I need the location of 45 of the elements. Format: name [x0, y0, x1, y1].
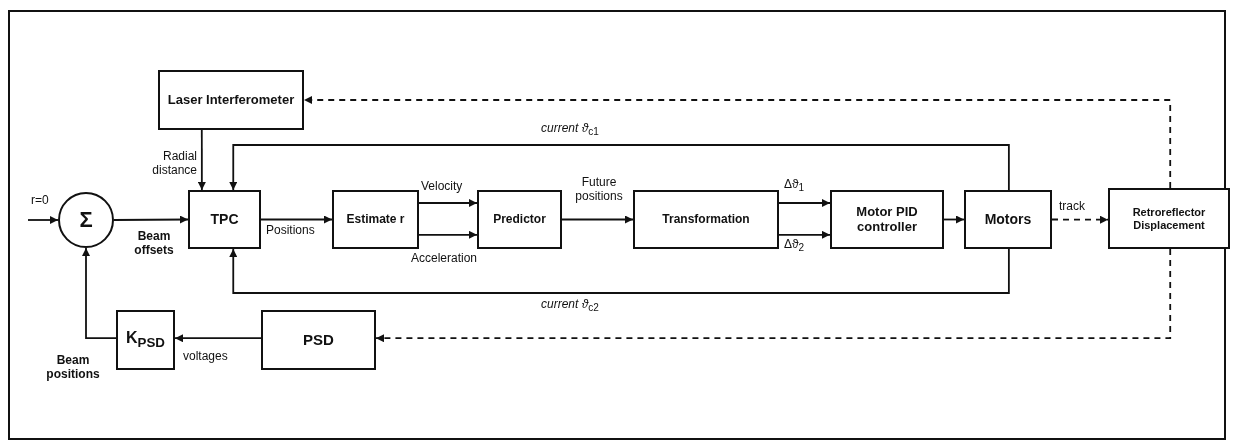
process-box	[188, 190, 261, 249]
edge-label: current ϑ$_{c1}$	[540, 122, 600, 138]
box-label: Motors	[984, 211, 1032, 228]
process-box	[261, 310, 376, 370]
arrow	[418, 199, 478, 207]
arrow	[943, 215, 965, 224]
process-box	[116, 310, 175, 370]
edge-label: Velocity	[420, 180, 464, 194]
arrow	[229, 144, 1010, 191]
arrow	[778, 230, 831, 239]
edge-label: current ϑ$_{c2}$	[540, 298, 600, 314]
arrow	[197, 129, 206, 191]
process-box	[633, 190, 779, 249]
process-box	[830, 190, 944, 249]
arrow	[778, 199, 831, 207]
box-label: Motor PID controller	[855, 204, 919, 235]
box-label: Σ	[79, 207, 93, 233]
arrow	[303, 96, 1172, 189]
box-label: Retroreflector Displacement	[1131, 205, 1207, 232]
box-label: TPC	[210, 211, 239, 228]
arrow	[82, 247, 117, 340]
arrow	[174, 334, 262, 343]
process-box	[964, 190, 1052, 249]
box-label: Estimate r	[346, 212, 405, 227]
process-box	[332, 190, 419, 249]
arrow	[260, 215, 333, 224]
edge-label: Δϑ$_{2}$	[783, 238, 806, 254]
arrow	[561, 215, 634, 224]
arrow	[418, 230, 478, 239]
arrow	[375, 248, 1172, 343]
box-label: Transformation	[662, 212, 750, 227]
box-label: Predictor	[493, 212, 546, 227]
arrow	[113, 215, 189, 224]
summing-junction	[58, 192, 114, 248]
box-label: Laser Interferometer	[167, 92, 295, 108]
edge-label: Δϑ$_{1}$	[783, 178, 806, 194]
box-label: K$_{PSD}$	[126, 329, 165, 351]
box-label: PSD	[303, 331, 334, 349]
process-box	[1108, 188, 1230, 249]
arrow	[229, 248, 1010, 294]
arrow	[27, 216, 59, 224]
process-box	[158, 70, 304, 130]
arrow	[1051, 215, 1109, 224]
edge-label: voltages	[182, 350, 229, 364]
process-box	[477, 190, 562, 249]
